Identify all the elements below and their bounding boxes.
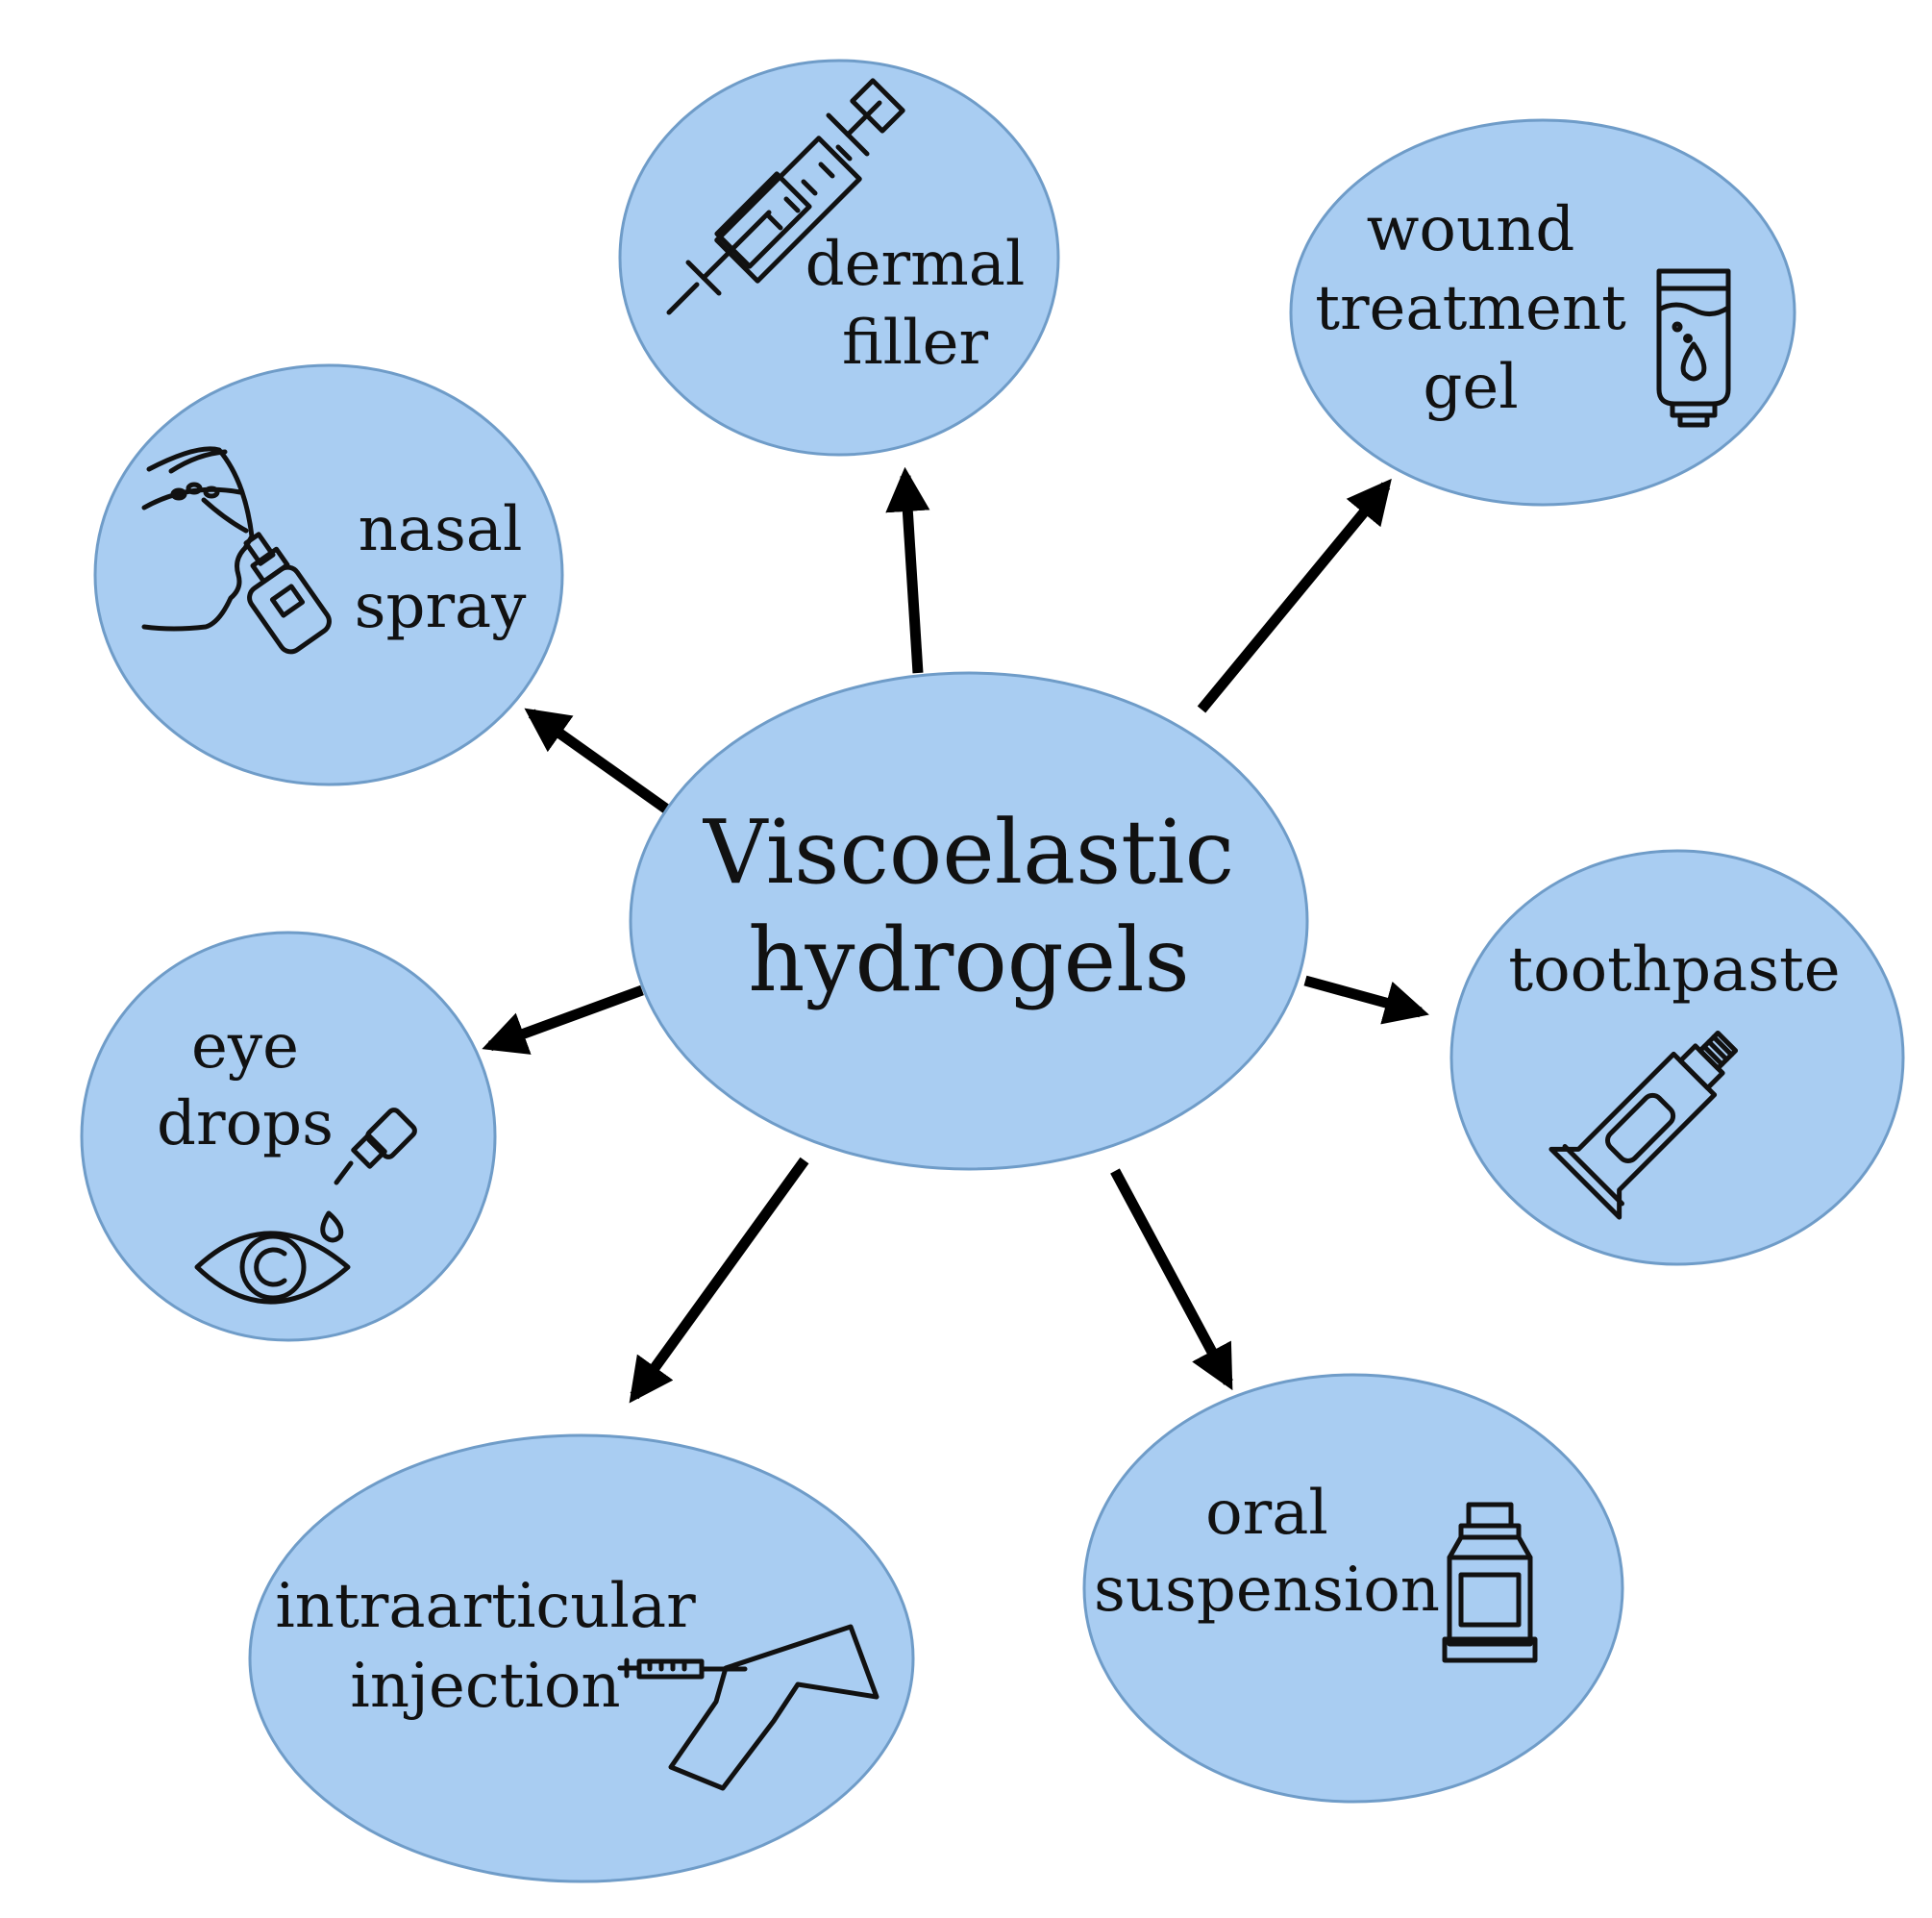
arrow-to-eye-drops <box>482 984 644 1055</box>
arrow-to-toothpaste <box>1303 975 1429 1025</box>
nasal-spray-line2: spray <box>355 571 527 642</box>
wound-gel-line3: gel <box>1423 352 1518 423</box>
eye-dropper-icon <box>194 1108 417 1305</box>
toothpaste-label: toothpaste <box>1508 934 1840 1006</box>
arrow-to-oral-suspension <box>1110 1168 1233 1391</box>
node-nasal-spray: nasal spray <box>93 363 564 786</box>
intraarticular-line2: injection <box>350 1651 620 1722</box>
node-oral-suspension: oral suspension <box>1082 1373 1624 1804</box>
arrow-to-intraarticular <box>629 1157 809 1404</box>
arrow-to-wound-gel <box>1197 478 1392 713</box>
intraarticular-line1: intraarticular <box>275 1571 696 1642</box>
node-wound-gel: wound treatment gel <box>1289 118 1796 507</box>
node-dermal-filler: dermal filler <box>618 59 1060 457</box>
eye-drops-line2: drops <box>157 1088 334 1159</box>
eye-drops-line1: eye <box>191 1011 299 1083</box>
arrows <box>482 466 1429 1404</box>
center-title-line2: hydrogels <box>748 909 1189 1011</box>
toothpaste-tube-icon <box>1548 1030 1739 1220</box>
node-eye-drops: eye drops <box>80 931 497 1342</box>
oral-suspension-line2: suspension <box>1094 1555 1440 1626</box>
nasal-spray-icon <box>141 446 332 655</box>
nasal-spray-line1: nasal <box>359 494 523 565</box>
arrow-to-dermal-filler <box>885 466 930 674</box>
knee-injection-icon <box>617 1624 879 1791</box>
medicine-bottle-icon <box>1442 1502 1538 1663</box>
node-intraarticular: intraarticular injection <box>248 1433 915 1883</box>
center-node: Viscoelastic hydrogels <box>629 671 1309 1171</box>
wound-gel-line1: wound <box>1367 194 1575 265</box>
center-title-line1: Viscoelastic <box>703 801 1234 904</box>
wound-gel-line2: treatment <box>1315 273 1626 344</box>
gel-tube-icon <box>1656 268 1731 428</box>
oral-suspension-line1: oral <box>1205 1478 1328 1549</box>
node-toothpaste: toothpaste <box>1449 849 1905 1266</box>
dermal-filler-line2: filler <box>842 308 989 379</box>
dermal-filler-line1: dermal <box>805 229 1026 300</box>
syringe-icon <box>666 78 905 315</box>
arrow-to-nasal-spray <box>524 708 671 814</box>
